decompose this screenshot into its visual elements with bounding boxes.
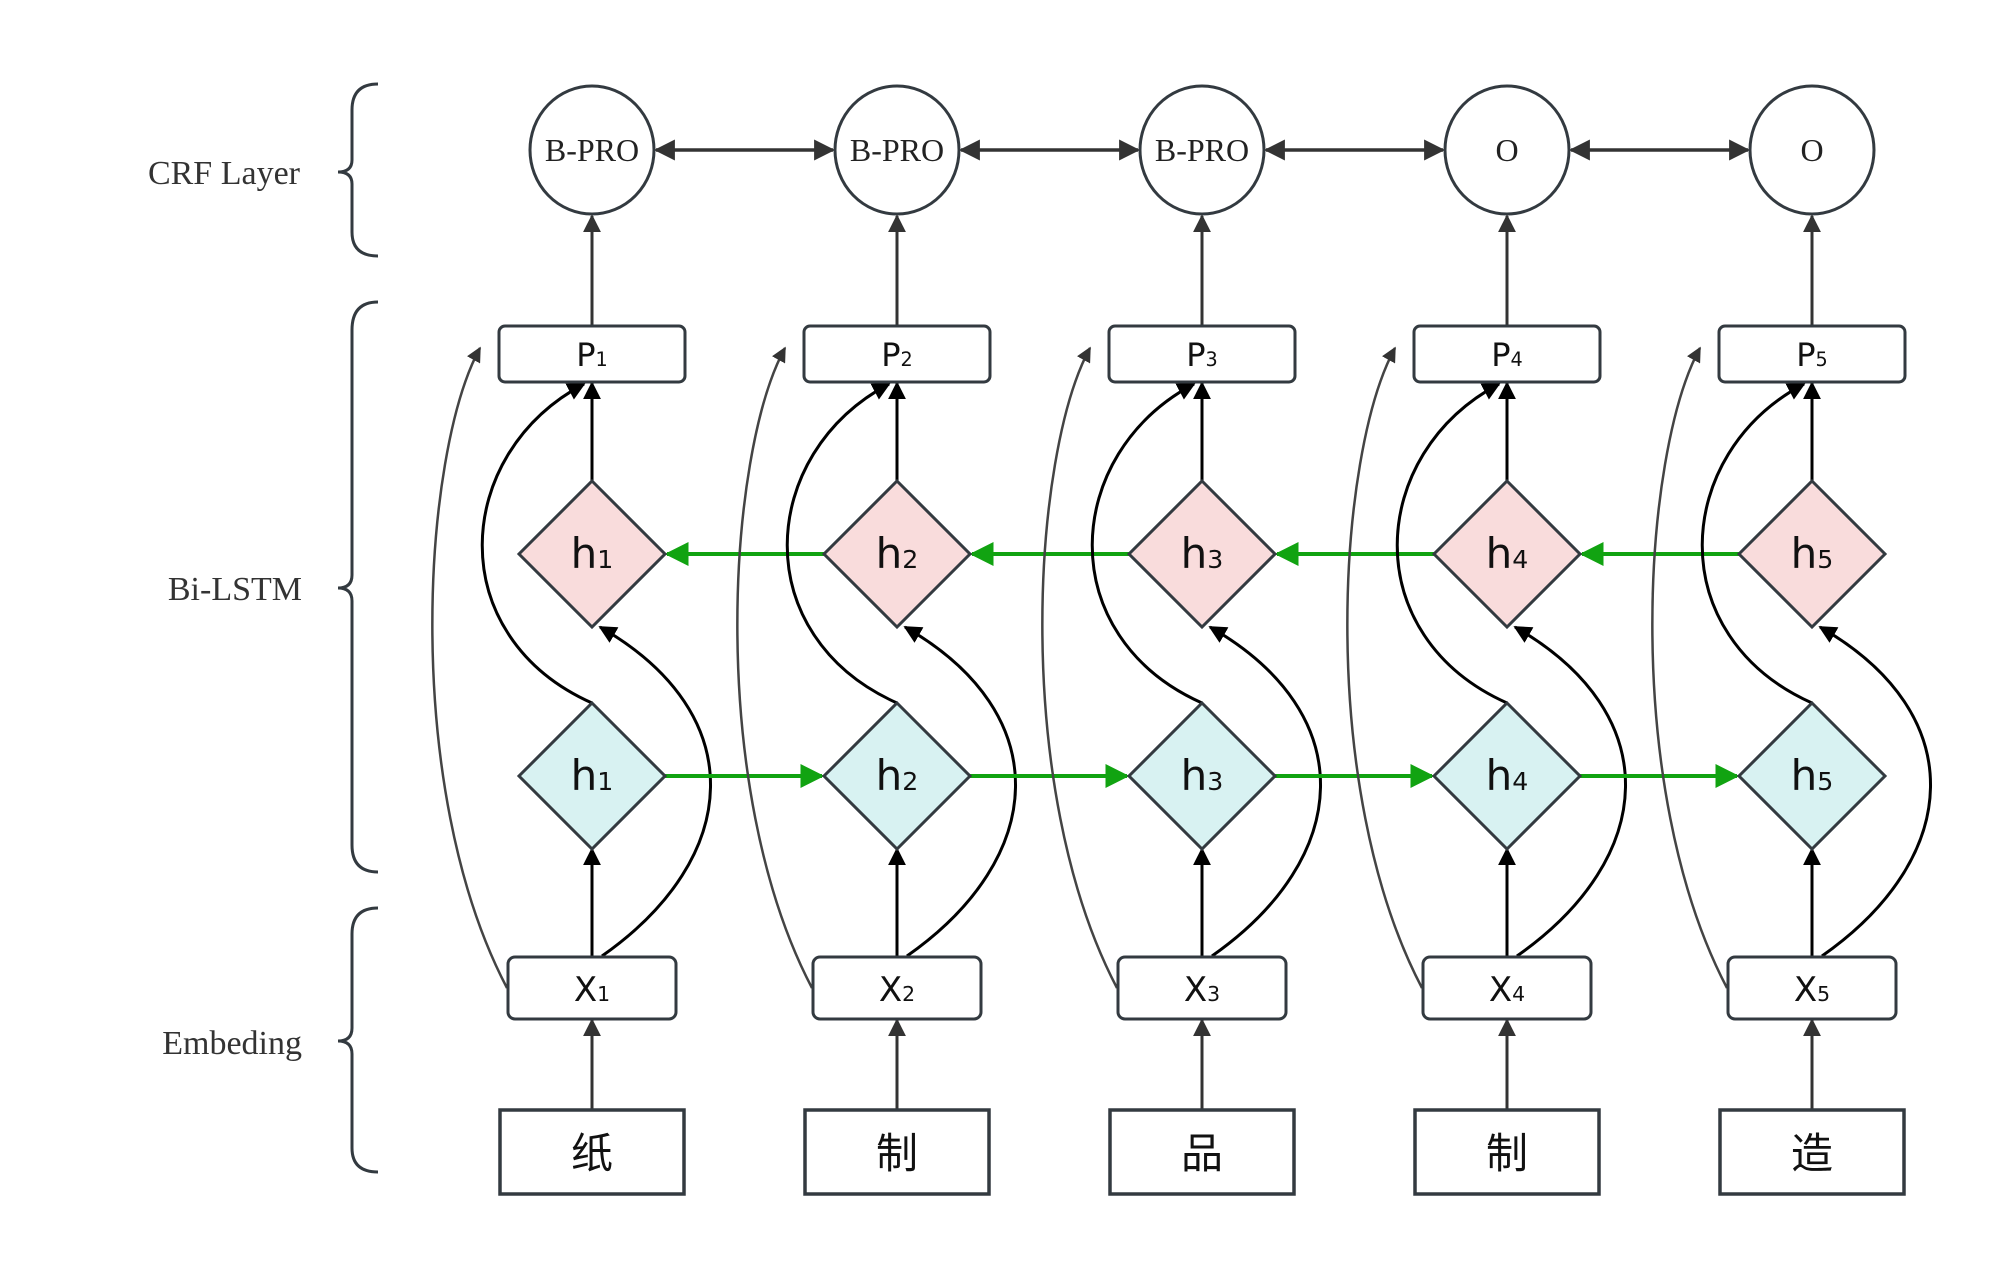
arrow-forward-h-to-p	[480, 382, 593, 705]
x-label: X5	[1794, 970, 1830, 1010]
p-label: P5	[1796, 336, 1828, 374]
skip-arrow-x-to-p	[1346, 346, 1424, 989]
input-char-label: 制	[1486, 1129, 1528, 1178]
input-char-label: 品	[1181, 1129, 1223, 1178]
edges	[431, 139, 1932, 1110]
crf-tag-label: O	[1495, 132, 1518, 168]
forward-hidden-node	[516, 700, 668, 852]
x-label: X1	[574, 970, 610, 1010]
p-node	[1717, 324, 1907, 384]
crf-tag-label: B-PRO	[850, 132, 944, 168]
layer-labels: CRF Layer Bi-LSTM Embeding	[148, 82, 379, 1174]
forward-h-label: h1	[571, 751, 614, 800]
arrow-forward-h-to-p	[1700, 382, 1813, 705]
backward-h-label: h5	[1791, 529, 1834, 578]
p-label: P4	[1491, 336, 1523, 374]
arrow-x-to-backward-h	[1818, 625, 1932, 958]
backward-hidden-node	[516, 478, 668, 630]
embedding-brace	[337, 906, 379, 1174]
p-node	[1107, 324, 1297, 384]
p-label: P1	[576, 336, 608, 374]
p-label: P3	[1186, 336, 1218, 374]
crf-brace	[337, 82, 379, 258]
input-char-label: 制	[876, 1129, 918, 1178]
input-char-label: 纸	[571, 1129, 613, 1178]
input-char-node	[498, 1108, 686, 1196]
forward-hidden-node	[1736, 700, 1888, 852]
bilstm-label: Bi-LSTM	[168, 571, 302, 608]
backward-h-label: h3	[1181, 529, 1224, 578]
arrow-x-to-backward-h	[1208, 625, 1322, 958]
backward-h-label: h1	[571, 529, 614, 578]
p-node	[497, 324, 687, 384]
skip-arrow-x-to-p	[736, 346, 814, 989]
backward-h-label: h2	[876, 529, 919, 578]
p-node	[802, 324, 992, 384]
backward-hidden-node	[1126, 478, 1278, 630]
arrow-x-to-backward-h	[1513, 625, 1627, 958]
bilstm-brace	[337, 300, 379, 874]
input-char-label: 造	[1791, 1129, 1833, 1178]
crf-tag-node	[1138, 84, 1266, 216]
forward-h-label: h5	[1791, 751, 1834, 800]
forward-h-label: h2	[876, 751, 919, 800]
crf-tag-node	[1443, 84, 1571, 216]
backward-hidden-node	[1736, 478, 1888, 630]
embedding-node	[1726, 955, 1898, 1021]
crf-layer-label: CRF Layer	[148, 155, 301, 192]
skip-arrow-x-to-p	[431, 346, 509, 989]
crf-tag-label: B-PRO	[545, 132, 639, 168]
skip-arrow-x-to-p	[1041, 346, 1119, 989]
backward-hidden-node	[1431, 478, 1583, 630]
embedding-node	[1421, 955, 1593, 1021]
input-char-node	[1413, 1108, 1601, 1196]
crf-tag-label: B-PRO	[1155, 132, 1249, 168]
input-char-node	[803, 1108, 991, 1196]
crf-tag-node	[528, 84, 656, 216]
embedding-node	[811, 955, 983, 1021]
crf-tag-label: O	[1800, 132, 1823, 168]
forward-hidden-node	[1126, 700, 1278, 852]
arrow-forward-h-to-p	[1395, 382, 1508, 705]
forward-hidden-node	[821, 700, 973, 852]
x-label: X4	[1489, 970, 1525, 1010]
arrow-forward-h-to-p	[785, 382, 898, 705]
skip-arrow-x-to-p	[1651, 346, 1729, 989]
embedding-node	[506, 955, 678, 1021]
p-node	[1412, 324, 1602, 384]
arrow-x-to-backward-h	[903, 625, 1017, 958]
forward-h-label: h4	[1486, 751, 1529, 800]
input-char-node	[1108, 1108, 1296, 1196]
crf-tag-node	[833, 84, 961, 216]
p-label: P2	[881, 336, 913, 374]
x-label: X2	[879, 970, 915, 1010]
backward-hidden-node	[821, 478, 973, 630]
crf-tag-node	[1748, 84, 1876, 216]
arrow-x-to-backward-h	[598, 625, 712, 958]
forward-hidden-node	[1431, 700, 1583, 852]
embedding-node	[1116, 955, 1288, 1021]
input-char-node	[1718, 1108, 1906, 1196]
arrow-forward-h-to-p	[1090, 382, 1203, 705]
embedding-label: Embeding	[162, 1025, 302, 1062]
x-label: X3	[1184, 970, 1220, 1010]
backward-h-label: h4	[1486, 529, 1529, 578]
forward-h-label: h3	[1181, 751, 1224, 800]
